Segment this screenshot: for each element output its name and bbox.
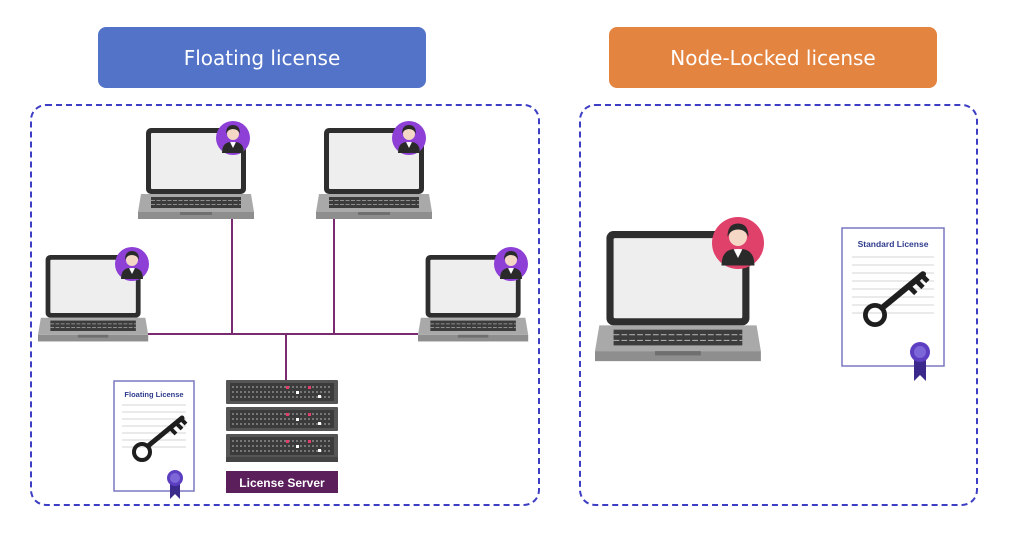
floating-license-panel — [30, 104, 540, 506]
network-connections — [148, 218, 418, 380]
user-avatar-icon — [216, 121, 250, 155]
user-avatar-icon — [392, 121, 426, 155]
license-certificate-icon: Floating License — [113, 380, 195, 499]
node-locked-license-banner: Node-Locked license — [609, 27, 937, 88]
user-avatar-icon — [712, 217, 764, 269]
ribbon-seal-icon — [167, 470, 183, 499]
server-rack-icon — [225, 379, 339, 462]
node-locked-license-panel — [579, 104, 978, 506]
license-certificate-icon: Standard License — [841, 227, 945, 381]
floating-license-title: Floating license — [183, 45, 341, 70]
user-avatar-icon — [115, 247, 149, 281]
ribbon-seal-icon — [910, 342, 930, 381]
license-server-label-text: License Server — [239, 476, 325, 490]
floating-certificate-title: Floating License — [124, 390, 183, 399]
node-locked-license-title: Node-Locked license — [670, 45, 876, 70]
user-avatar-icon — [494, 247, 528, 281]
standard-certificate-title: Standard License — [858, 239, 929, 249]
floating-license-banner: Floating license — [98, 27, 426, 88]
license-server-label: License Server — [226, 471, 338, 493]
